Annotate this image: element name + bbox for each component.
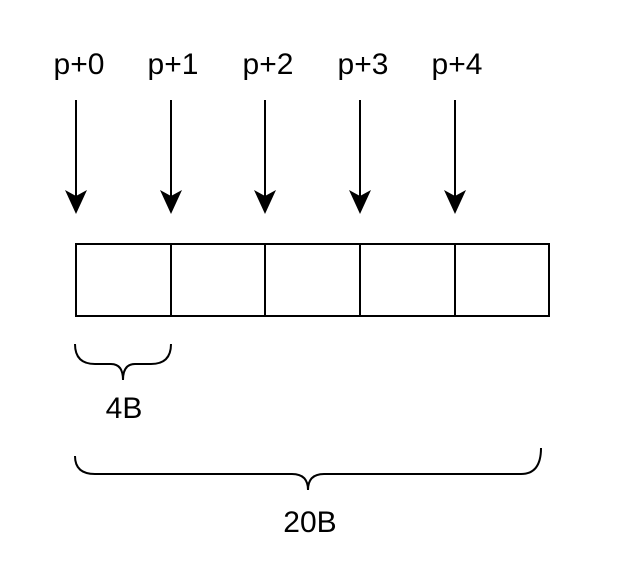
- total-size-label: 20B: [283, 506, 336, 539]
- pointer-label-1: p+1: [148, 48, 199, 81]
- pointer-arrow-3: [349, 100, 371, 214]
- pointer-arrow-0: [65, 100, 87, 214]
- memory-array: [75, 243, 550, 317]
- memory-cell-0: [75, 243, 172, 317]
- pointer-label-2: p+2: [243, 48, 294, 81]
- pointer-label-4: p+4: [432, 48, 483, 81]
- pointer-arrows: [65, 100, 466, 214]
- total-size-brace: [74, 447, 542, 491]
- memory-cell-1: [170, 243, 266, 317]
- memory-cell-3: [359, 243, 456, 317]
- pointer-arrow-1: [160, 100, 182, 214]
- pointer-arrow-4: [444, 100, 466, 214]
- pointer-label-3: p+3: [338, 48, 389, 81]
- pointer-arrow-2: [254, 100, 276, 214]
- pointer-label-0: p+0: [54, 48, 105, 81]
- element-size-brace: [74, 343, 172, 381]
- memory-cell-4: [454, 243, 550, 317]
- memory-cell-2: [264, 243, 361, 317]
- element-size-label: 4B: [106, 392, 143, 425]
